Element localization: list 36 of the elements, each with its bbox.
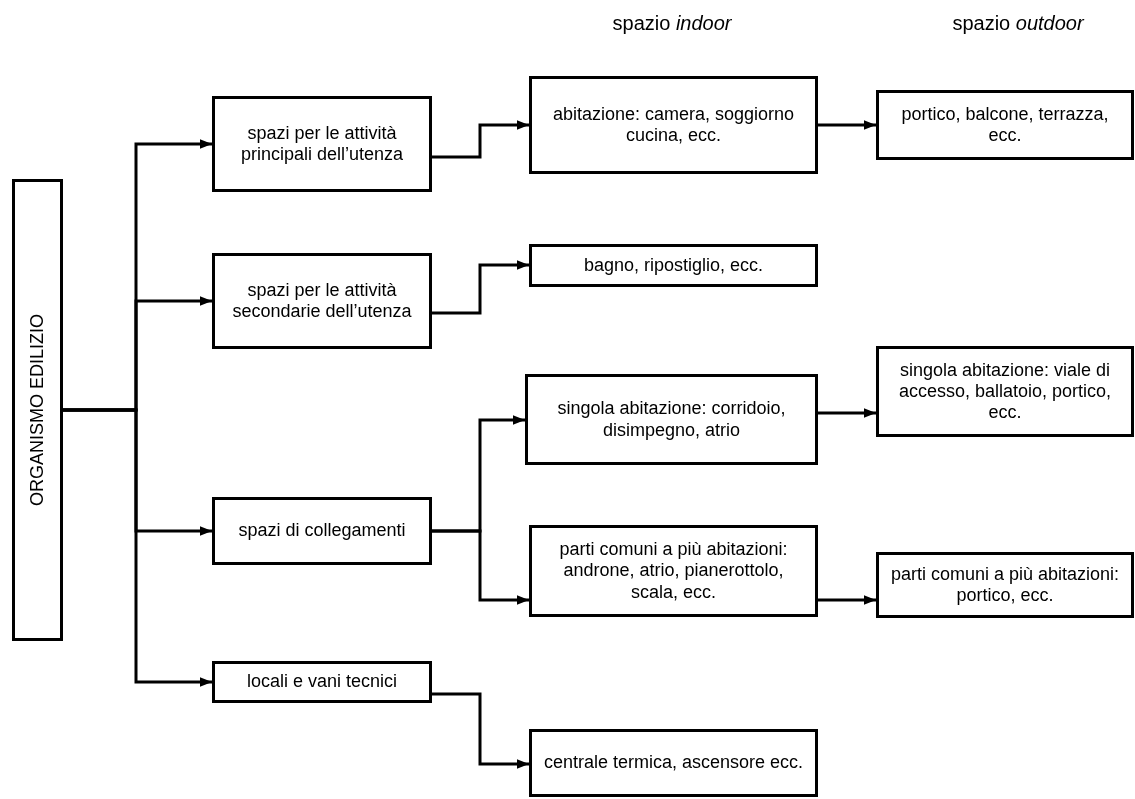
arrow — [432, 692, 529, 769]
column-heading: spazio indoor — [612, 12, 732, 35]
process-box — [212, 497, 432, 565]
process-box — [212, 253, 432, 349]
box-text: portico, balcone, terrazza, ecc. — [900, 103, 1110, 147]
arrow — [818, 120, 876, 130]
arrow — [432, 260, 529, 315]
box-text: spazi per le attività secondarie dell’utenza — [231, 279, 413, 323]
arrow — [818, 408, 876, 418]
box-text: singola abitazione: viale di accesso, ballatoio, portico, ecc. — [897, 359, 1113, 424]
box-text: centrale termica, ascensore ecc. — [543, 752, 804, 774]
process-box — [12, 179, 63, 641]
arrow — [818, 595, 876, 605]
arrow — [432, 529, 529, 605]
process-box — [529, 244, 818, 287]
process-box — [876, 90, 1134, 160]
box-text: ORGANISMO EDILIZIO — [26, 314, 48, 506]
process-box — [529, 525, 818, 617]
box-text: parti comuni a più abitazioni: androne, atrio, pianerottolo, scala, ecc. — [558, 539, 789, 603]
column-heading: spazio outdoor — [952, 12, 1084, 35]
box-text: spazi per le attività principali dell’utenza — [239, 122, 405, 166]
process-box — [212, 661, 432, 703]
box-text: locali e vani tecnici — [246, 671, 398, 693]
box-text: bagno, ripostiglio, ecc. — [583, 254, 764, 277]
process-box — [529, 76, 818, 174]
arrow — [63, 408, 212, 687]
process-box — [212, 96, 432, 192]
box-text: parti comuni a più abitazioni: portico, ecc. — [889, 563, 1121, 607]
box-text: spazi di collegamenti — [238, 520, 406, 542]
box-text: singola abitazione: corridoio, disimpegno, atrio — [556, 398, 787, 441]
process-box — [525, 374, 818, 465]
process-box — [529, 729, 818, 797]
process-box — [876, 552, 1134, 618]
arrow — [432, 120, 529, 159]
box-text: abitazione: camera, soggiorno cucina, ecc. — [551, 103, 796, 147]
process-box — [876, 346, 1134, 437]
